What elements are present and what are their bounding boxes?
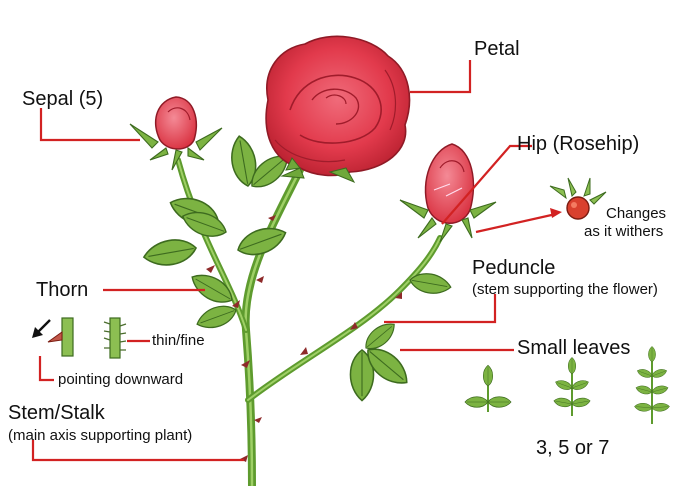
pointing-downward-leader [38,356,54,382]
pointing-downward-label: pointing downward [58,371,184,388]
sepal-label: Sepal (5) [22,88,104,110]
withered-rosehip-icon [549,177,607,220]
left-rose-bud [129,96,223,171]
sepal-leader [39,108,140,142]
right-rose-bud [399,143,497,243]
main-stem [175,157,304,486]
peduncle-description: (stem supporting the flower) [472,281,658,298]
changes-arrow-head [550,208,562,218]
peduncle-stem [245,235,443,403]
leader-lines [31,60,557,462]
leaflet-count-label: 3, 5 or 7 [536,437,610,459]
changes-label-line2: as it withers [584,223,664,240]
small-leaves-label: Small leaves [517,337,631,359]
peduncle-label: Peduncle [472,257,556,279]
downward-arrow-icon [32,319,51,338]
changes-arrow-line [475,212,557,234]
peduncle-leader [384,294,497,324]
thorn-label: Thorn [36,279,89,301]
petal-leader [410,60,472,94]
stem-description: (main axis supporting plant) [8,427,193,444]
fine-thorns-icon [103,317,127,359]
downward-thorn-icon [47,317,74,357]
thin-fine-label: thin/fine [152,332,205,349]
stem-label: Stem/Stalk [8,402,105,424]
seven-leaflet-icon [633,346,671,424]
changes-label-line1: Changes [606,205,667,222]
three-leaflet-icon [464,364,512,412]
main-rose-flower [265,35,411,184]
hip-label: Hip (Rosehip) [517,133,640,155]
five-leaflet-icon [552,357,592,416]
thorns [187,205,402,462]
stem-leader [31,440,244,462]
petal-label: Petal [474,38,520,60]
hip-leader [441,144,532,225]
